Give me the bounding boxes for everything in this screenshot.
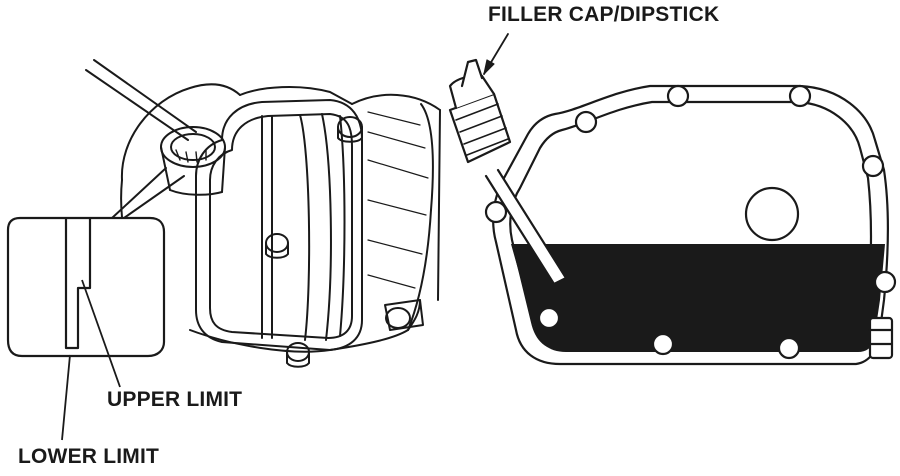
drain-bolt — [868, 316, 894, 360]
case-bolt — [286, 342, 310, 368]
oil-level-fill — [511, 244, 885, 352]
upper-limit-label: UPPER LIMIT — [107, 388, 243, 411]
lower-limit-label: LOWER LIMIT — [18, 445, 160, 468]
engine-case-illustration — [85, 59, 441, 368]
inspection-window — [744, 186, 800, 242]
dipstick-blade — [64, 218, 92, 350]
case-bolt — [385, 307, 411, 329]
case-bolt — [265, 233, 289, 259]
case-bolt — [337, 116, 363, 143]
case-cutaway-illustration — [448, 33, 897, 366]
filler-cap-dipstick — [448, 58, 568, 286]
filler-cap-dipstick-label: FILLER CAP/DIPSTICK — [488, 3, 720, 26]
dipstick-detail-inset — [6, 216, 166, 441]
